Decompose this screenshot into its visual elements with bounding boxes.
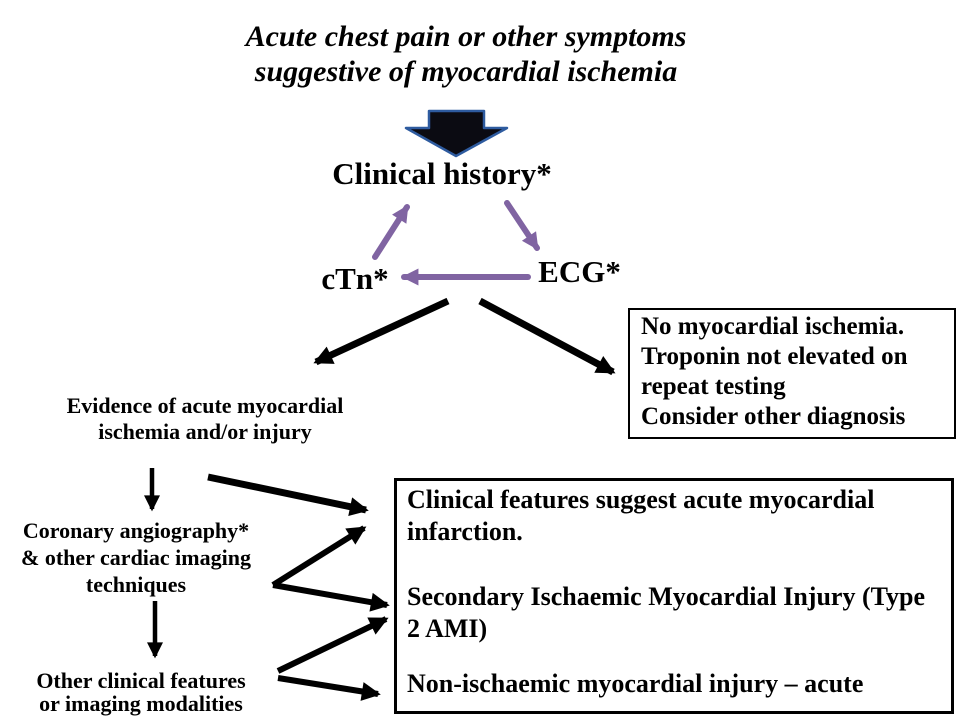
- arrow-clinical-history-to-ecg: [504, 200, 540, 251]
- arrow-coronary-to-outcomes-lower: [272, 582, 390, 612]
- node-coronary-angiography: Coronary angiography* & other cardiac im…: [21, 518, 251, 597]
- outcomes-box: Clinical features suggest acute myocardi…: [394, 478, 954, 714]
- arrow-to-no-ischemia-box: [478, 297, 616, 376]
- arrow-coronary-to-outcomes-upper: [271, 525, 367, 588]
- arrow-ctn-to-clinical-history: [372, 204, 410, 260]
- arrow-evidence-to-outcomes: [207, 473, 369, 516]
- outcome-acute-mi: Clinical features suggest acute myocardi…: [407, 485, 875, 546]
- outcome-type2-ami: Secondary Ischaemic Myocardial Injury (T…: [407, 582, 926, 643]
- arrow-other-features-to-outcomes-upper: [276, 616, 389, 674]
- no-ischemia-box: No myocardial ischemia. Troponin not ele…: [628, 308, 956, 439]
- outcome-non-ischaemic-injury: Non-ischaemic myocardial injury – acute: [407, 669, 864, 698]
- node-ctn: cTn*: [321, 261, 389, 296]
- node-clinical-history: Clinical history*: [332, 156, 552, 191]
- node-evidence-of-ischemia: Evidence of acute myocardial ischemia an…: [66, 393, 344, 444]
- slide-title: Acute chest pain or other symptoms sugge…: [245, 20, 687, 88]
- node-ecg: ECG*: [538, 254, 621, 289]
- node-other-clinical-features: Other clinical features or imaging modal…: [36, 668, 246, 716]
- block-down-arrow-icon: [404, 109, 509, 158]
- arrow-other-features-to-outcomes-lower: [277, 675, 381, 701]
- arrow-to-evidence: [313, 297, 450, 366]
